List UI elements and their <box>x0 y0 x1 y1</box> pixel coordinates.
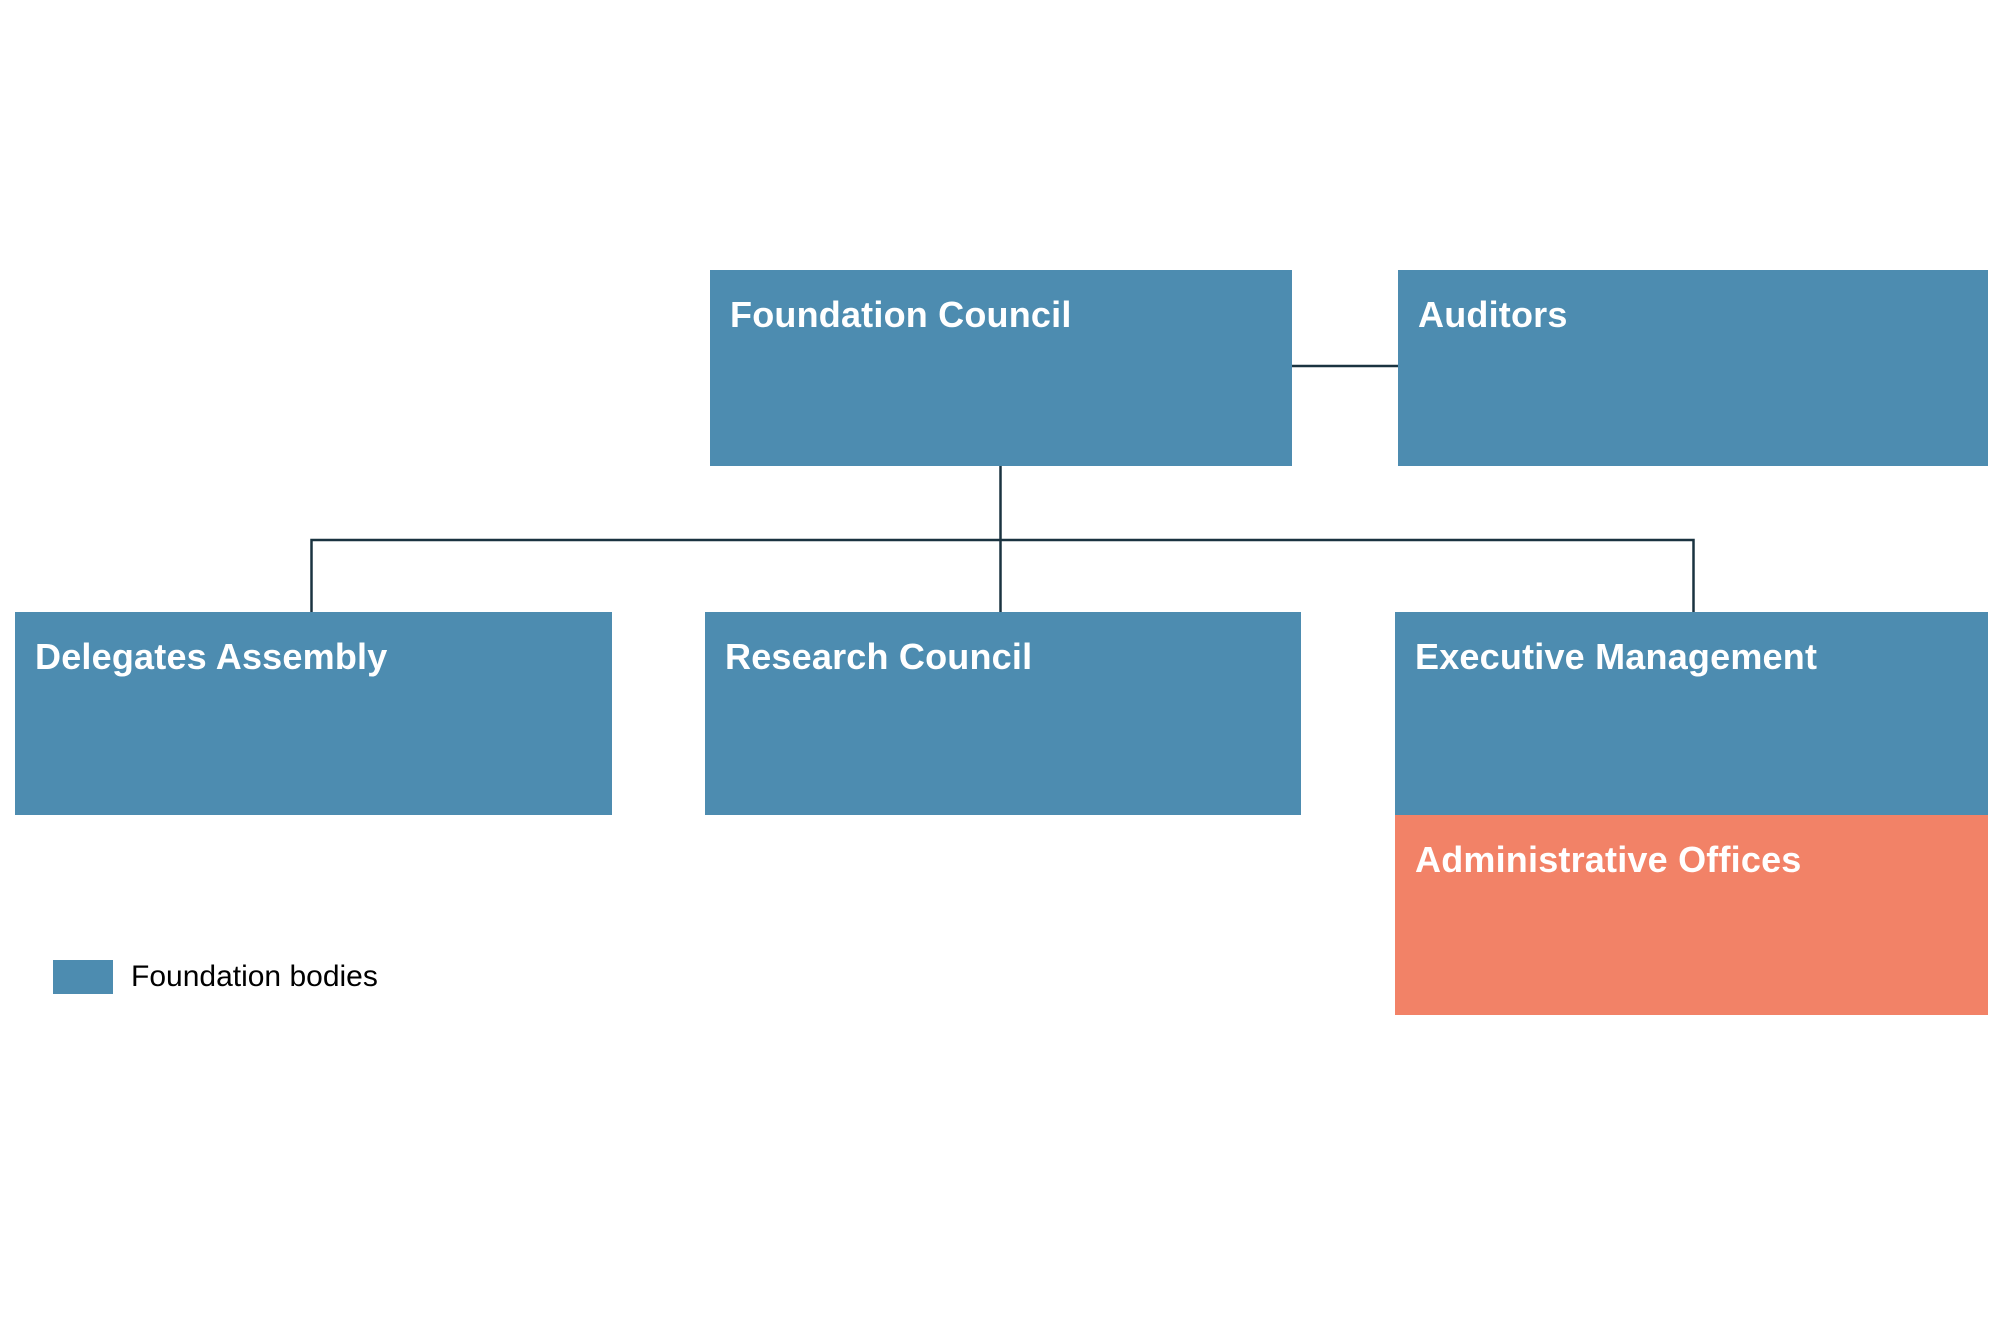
node-administrative-offices: Administrative Offices <box>1395 815 1988 1015</box>
node-auditors-label: Auditors <box>1418 294 1568 335</box>
node-research-council-label: Research Council <box>725 636 1033 677</box>
node-delegates-assembly: Delegates Assembly <box>15 612 612 815</box>
legend-label-foundation-bodies: Foundation bodies <box>131 960 378 993</box>
node-foundation-council: Foundation Council <box>710 270 1292 466</box>
edge-council-children-rail <box>310 538 1695 612</box>
legend: Foundation bodies <box>53 960 378 994</box>
node-auditors: Auditors <box>1398 270 1988 466</box>
node-executive-management: Executive Management <box>1395 612 1988 815</box>
node-foundation-council-label: Foundation Council <box>730 294 1072 335</box>
node-research-council: Research Council <box>705 612 1301 815</box>
node-administrative-offices-label: Administrative Offices <box>1415 839 1802 880</box>
legend-swatch-foundation-bodies <box>53 960 113 994</box>
node-executive-management-label: Executive Management <box>1415 636 1818 677</box>
node-delegates-assembly-label: Delegates Assembly <box>35 636 388 677</box>
